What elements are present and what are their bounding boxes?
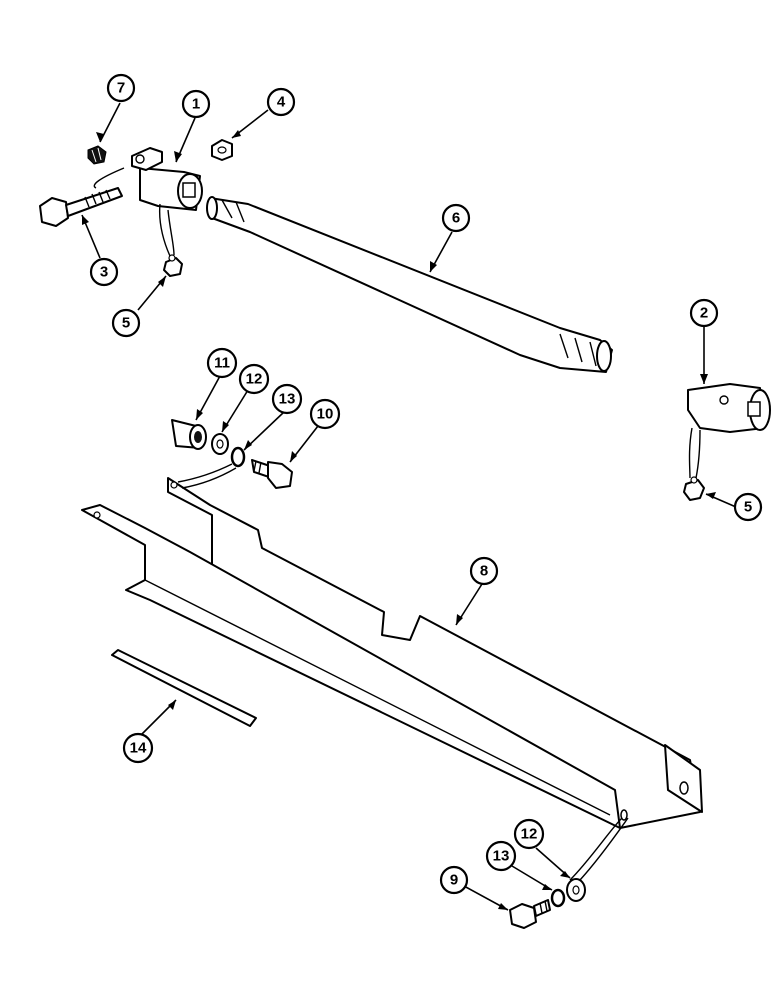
svg-text:1: 1: [192, 96, 200, 113]
callout-13-lower: 13: [485, 840, 517, 872]
bolt-3-part: [39, 187, 123, 227]
callout-3: 3: [89, 257, 119, 287]
grease-fitting-left-part: [163, 254, 183, 277]
callout-8: 8: [469, 556, 499, 586]
callout-13-upper: 13: [271, 383, 303, 415]
callout-12-upper: 12: [238, 363, 270, 395]
callout-4: 4: [266, 87, 296, 117]
yoke-coupling-left-part: [131, 147, 203, 211]
callout-1: 1: [181, 89, 211, 119]
svg-text:13: 13: [493, 848, 510, 865]
callout-10: 10: [309, 398, 341, 430]
spacer-part: [171, 419, 207, 450]
yoke-coupling-right-part: [687, 383, 771, 433]
nut-part: [211, 139, 233, 161]
callout-2: 2: [689, 298, 719, 328]
shield-channel-part: [81, 477, 703, 829]
lock-washer-lower-part: [550, 888, 566, 908]
svg-text:12: 12: [521, 826, 538, 843]
callout-5-right: 5: [733, 492, 763, 522]
svg-text:6: 6: [452, 210, 460, 227]
svg-text:5: 5: [122, 315, 130, 332]
svg-text:14: 14: [130, 740, 147, 757]
svg-text:2: 2: [700, 305, 708, 322]
flat-washer-upper-part: [211, 433, 229, 455]
callout-5-left: 5: [111, 308, 141, 338]
callout-12-lower: 12: [513, 818, 545, 850]
svg-text:8: 8: [480, 563, 488, 580]
svg-text:12: 12: [246, 371, 263, 388]
svg-text:11: 11: [214, 355, 230, 372]
callout-11: 11: [206, 347, 238, 379]
callout-6: 6: [441, 203, 471, 233]
set-screw-part: [87, 145, 107, 165]
svg-text:4: 4: [277, 94, 286, 111]
callout-7: 7: [106, 73, 136, 103]
svg-text:10: 10: [317, 406, 334, 423]
svg-text:7: 7: [117, 80, 125, 97]
svg-text:3: 3: [100, 264, 108, 281]
flat-washer-lower-part: [566, 878, 586, 902]
svg-text:9: 9: [450, 872, 458, 889]
lock-washer-upper-part: [230, 446, 246, 468]
leader-lines: [81, 102, 737, 911]
bolt-10-part: [251, 459, 293, 489]
svg-text:5: 5: [744, 499, 752, 516]
strip-part: [111, 649, 257, 727]
grease-fitting-right-part: [683, 476, 705, 501]
svg-text:13: 13: [279, 391, 296, 408]
callout-9: 9: [439, 865, 469, 895]
callout-14: 14: [122, 732, 154, 764]
bolt-9-part: [509, 899, 551, 929]
splined-shaft-part: [206, 196, 613, 373]
